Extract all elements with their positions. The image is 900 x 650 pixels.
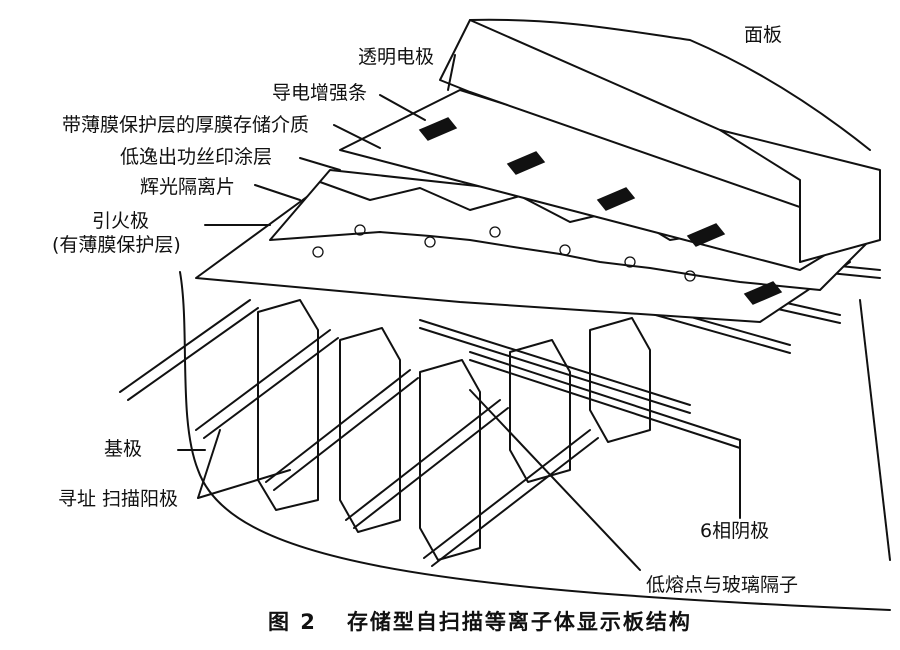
face-plate-contour xyxy=(469,18,871,151)
caption-title: 存储型自扫描等离子体显示板结构 xyxy=(346,610,692,634)
label-conductive-strip: 导电增强条 xyxy=(272,82,368,104)
glass-spacer-blocks xyxy=(257,299,651,561)
label-six-phase-cathode: 6相阴极 xyxy=(700,520,770,542)
glow-spacer-holes xyxy=(312,224,696,282)
conductive-strips xyxy=(418,117,783,305)
label-base-plate: 基极 xyxy=(104,438,143,460)
label-face-plate: 面板 xyxy=(744,24,783,46)
label-thick-film-storage: 带薄膜保护层的厚膜存储介质 xyxy=(62,114,310,136)
caption-number: 图 2 xyxy=(268,610,317,634)
base-substrate-outline xyxy=(179,271,891,611)
label-glass-spacer: 低熔点与玻璃隔子 xyxy=(646,574,799,596)
figure-caption: 图 2 存储型自扫描等离子体显示板结构 xyxy=(268,606,692,636)
label-low-outgas-print: 低逸出功丝印涂层 xyxy=(120,146,273,168)
label-transparent-electrode: 透明电极 xyxy=(358,46,435,68)
base-substrate-right-edge xyxy=(859,299,891,561)
label-glow-spacer: 辉光隔离片 xyxy=(140,176,236,198)
leader-lines xyxy=(177,54,741,571)
label-priming-electrode-note: (有薄膜保护层) xyxy=(52,234,181,256)
scan-anode-rods xyxy=(119,299,599,567)
label-priming-electrode: 引火极 xyxy=(92,210,150,232)
label-address-scan-anode: 寻址 扫描阳极 xyxy=(58,488,179,510)
face-plate-block xyxy=(719,129,881,263)
